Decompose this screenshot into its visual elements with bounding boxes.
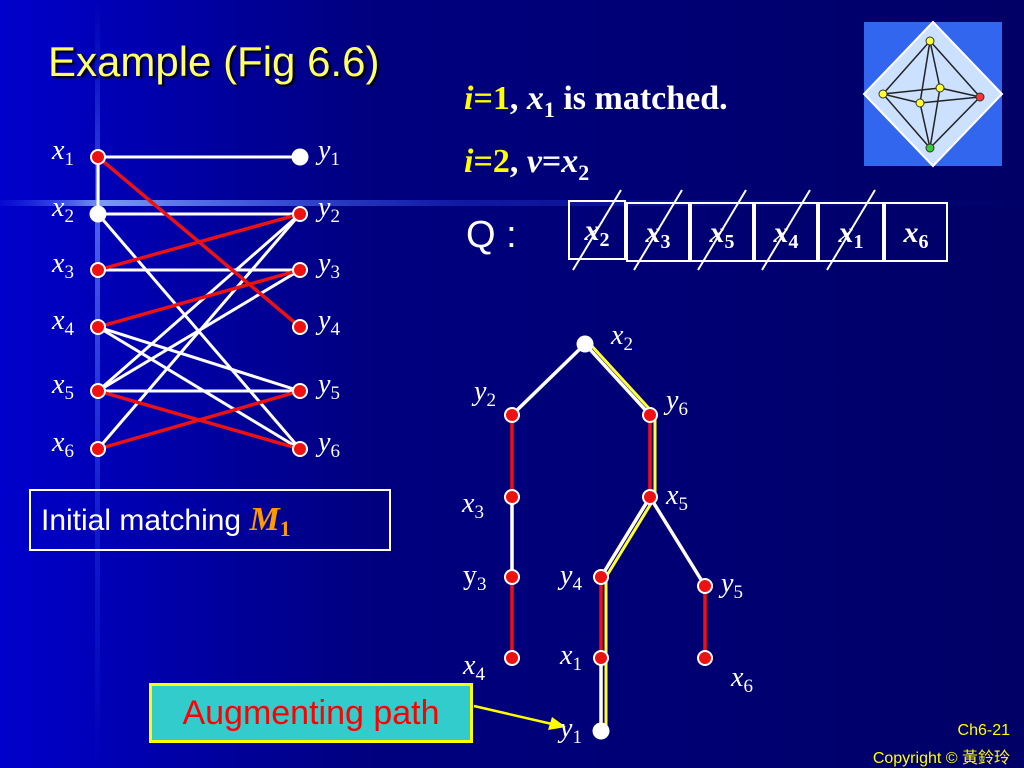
tree-vertex-y1 [592, 722, 610, 740]
vertex-x3 [90, 262, 106, 278]
info-var: x [526, 80, 544, 117]
tree-label-x2: x2 [611, 320, 633, 355]
tree-vertex-y3 [504, 569, 520, 585]
vertex-x2 [89, 205, 107, 223]
queue-item-x4: x4 [754, 202, 818, 262]
bipartite-edges [96, 155, 302, 451]
augmenting-path-pointer [473, 704, 553, 726]
tree-label-x1: x1 [560, 640, 582, 675]
queue-strike-x2 [572, 189, 622, 271]
queue-item-x3: x3 [626, 202, 690, 262]
tree-vertex-x5 [642, 489, 658, 505]
tree-label-y4: y4 [560, 560, 582, 595]
initial-matching-text: Initial matching [41, 504, 250, 537]
info-text: is matched. [554, 80, 728, 117]
queue-item-x1: x1 [818, 202, 884, 262]
tree-vertex-x2 [576, 335, 594, 353]
vertex-y4 [292, 319, 308, 335]
vertex-y1 [291, 148, 309, 166]
tree-label-x4: x4 [463, 650, 485, 685]
label-x2: x2 [52, 192, 74, 227]
vertex-x1 [90, 149, 106, 165]
tree-vertices [504, 335, 713, 740]
initial-matching-box: Initial matching M1 [29, 489, 391, 551]
queue-item-x6: x6 [884, 202, 948, 262]
vertex-x6 [90, 441, 106, 457]
tree-vertex-y4 [593, 569, 609, 585]
matching-symbol: M [249, 501, 280, 538]
vertex-y2 [292, 206, 308, 222]
tree-vertex-y6 [642, 407, 658, 423]
label-x6: x6 [52, 427, 74, 462]
edge-x5-y2 [97, 212, 301, 393]
matching-symbol-sub: 1 [279, 516, 291, 541]
label-x5: x5 [52, 369, 74, 404]
tree-label-y6: y6 [666, 385, 688, 420]
info-line-1: i=1, x1 is matched. [464, 80, 728, 122]
edge-x4-y6 [97, 325, 301, 451]
tree-vertex-x3 [504, 489, 520, 505]
arrowhead-icon [548, 717, 566, 730]
vertex-y5 [292, 383, 308, 399]
tree-vertex-x1 [593, 650, 609, 666]
info-eq: = [541, 143, 562, 180]
tree-vertex-y2 [504, 407, 520, 423]
tree-vertex-x6 [697, 650, 713, 666]
copyright: Copyright © 黃鈴玲 [872, 750, 1010, 767]
label-x1: x1 [52, 135, 74, 170]
info-var: x [561, 143, 579, 180]
tree-label-x5: x5 [666, 480, 688, 515]
label-y3: y3 [318, 248, 340, 283]
queue-label: Q : [466, 214, 517, 256]
tree-edge-x5-y4 [599, 496, 652, 578]
tree-label-y3: y3 [463, 560, 487, 595]
tree-label-y1: y1 [560, 713, 582, 748]
info-var-sub: 2 [578, 160, 590, 185]
queue-item-x5: x5 [690, 202, 754, 262]
queue-item-x2: x2 [568, 200, 626, 260]
vertex-x5 [90, 383, 106, 399]
info-v: v [526, 143, 542, 180]
tree-vertex-x4 [504, 650, 520, 666]
info-i-value: =1 [473, 80, 510, 117]
edge-x6-y2 [96, 213, 302, 450]
tree-label-x3: x3 [462, 488, 484, 523]
tree-label-x6: x6 [731, 662, 753, 697]
tree-edge-x2-y2 [510, 342, 587, 417]
tree-edge-x2-y6 [583, 342, 652, 417]
label-x3: x3 [52, 248, 74, 283]
label-y4: y4 [318, 305, 340, 340]
vertex-y3 [292, 262, 308, 278]
vertex-y6 [292, 441, 308, 457]
page-number: Ch6-21 [957, 722, 1010, 739]
tree-label-y5: y5 [721, 568, 743, 603]
label-y1: y1 [318, 135, 340, 170]
logo-octahedron-icon [862, 20, 1004, 168]
tree-label-y2: y2 [474, 376, 496, 411]
info-line-2: i=2, v=x2 [464, 143, 590, 185]
slide-title: Example (Fig 6.6) [48, 38, 380, 85]
label-y5: y5 [318, 369, 340, 404]
edge-x4-y5 [97, 325, 301, 393]
info-i-label: i [464, 143, 474, 180]
augmenting-path-x5-y4 [604, 496, 657, 578]
tree-edges [510, 342, 707, 731]
info-i-value: =2 [473, 143, 510, 180]
label-y6: y6 [318, 427, 340, 462]
augmenting-path-label: Augmenting path [149, 683, 473, 743]
tree-edge-x5-y5 [648, 496, 707, 587]
tree-vertex-y5 [697, 578, 713, 594]
info-i-label: i [464, 80, 474, 117]
label-y2: y2 [318, 192, 340, 227]
label-x4: x4 [52, 305, 74, 340]
vertex-x4 [90, 319, 106, 335]
info-var-sub: 1 [543, 97, 555, 122]
augmenting-path-x2-y6 [588, 342, 657, 417]
matching-edge-x6-y5 [97, 389, 301, 451]
matching-edge-x3-y2 [97, 212, 301, 272]
bipartite-vertices [89, 148, 309, 457]
matching-edge-x4-y3 [97, 268, 301, 329]
